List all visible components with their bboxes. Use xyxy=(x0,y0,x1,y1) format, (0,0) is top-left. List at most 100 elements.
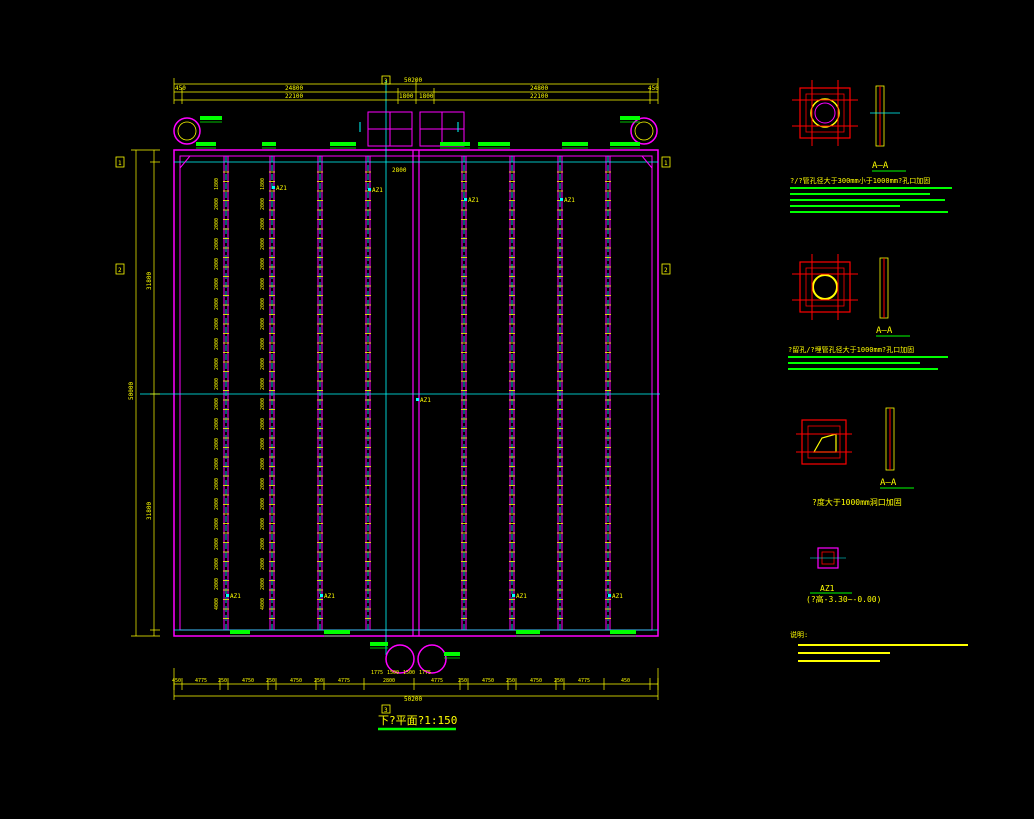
bottom-small-dim: 1775 xyxy=(419,670,431,676)
pier-spacing-label: 2000 xyxy=(260,238,266,250)
dim-inner-left: 22100 xyxy=(285,93,303,100)
detail-opening-over-1000: A—A ?留孔/?埋管孔径大于1000mm?孔口加固 xyxy=(788,254,948,370)
pier-spacing-label: 1800 xyxy=(260,178,266,190)
bottom-dim-label: 4750 xyxy=(482,678,494,684)
az1-marker xyxy=(368,188,371,191)
axis-bubbles xyxy=(115,75,671,714)
pier-spacing-label: 2000 xyxy=(214,558,220,570)
az1-marker xyxy=(272,186,275,189)
detail-4-caption: (?高-3.30~-0.00) xyxy=(806,594,881,604)
axis-top: 3 xyxy=(384,78,388,85)
pier-spacing-label: 2000 xyxy=(214,298,220,310)
notes-title: 说明: xyxy=(790,630,808,639)
pier-spacing-label: 2000 xyxy=(214,378,220,390)
pipe-openings xyxy=(173,117,658,674)
pier-spacing-label: 2000 xyxy=(214,258,220,270)
plan-title: 下?平面?1:150 xyxy=(378,714,457,727)
bottom-dim-label: 2800 xyxy=(383,678,395,684)
pier-spacing-label: 2000 xyxy=(260,518,266,530)
pier-spacing-label: 2000 xyxy=(260,478,266,490)
dim-edge-right: 450 xyxy=(648,85,659,92)
pier-spacing-label: 2000 xyxy=(260,438,266,450)
az1-label: AZ1 xyxy=(230,593,241,600)
az1-label: AZ1 xyxy=(612,593,623,600)
pier-spacing-label: 2000 xyxy=(214,218,220,230)
az1-marker xyxy=(226,594,229,597)
pier-spacing-label: 2000 xyxy=(214,478,220,490)
pier-spacing-label: 2000 xyxy=(214,198,220,210)
pier-spacing-label: 2000 xyxy=(214,238,220,250)
pier-spacing-label: 2000 xyxy=(260,278,266,290)
dim-inner-right: 22100 xyxy=(530,93,548,100)
dim-half-right: 24800 xyxy=(530,85,548,92)
az1-label: AZ1 xyxy=(468,197,479,204)
leader-text-block xyxy=(444,652,460,656)
leader-text-block xyxy=(370,642,388,646)
bottom-dim-label: 4750 xyxy=(290,678,302,684)
pier-spacing-label: 2000 xyxy=(214,518,220,530)
dim-bottom-total: 50200 xyxy=(404,696,422,703)
dim-left-lower: 31800 xyxy=(146,502,153,520)
bottom-dim-label: 250 xyxy=(266,678,275,684)
bottom-dim-label: 4750 xyxy=(242,678,254,684)
pier-spacing-label: 2000 xyxy=(214,538,220,550)
bottom-dim-label: 4775 xyxy=(338,678,350,684)
bottom-dim-label: 450 xyxy=(172,678,181,684)
pier-spacing-label: 2000 xyxy=(214,418,220,430)
leader-text-block xyxy=(196,142,216,146)
pier-spacing-label: 2000 xyxy=(214,398,220,410)
leader-text-block xyxy=(230,630,250,634)
inlet-structure xyxy=(367,111,465,147)
leader-text-block xyxy=(610,142,640,146)
detail-3-section: A—A xyxy=(880,478,897,488)
detail-3-caption: ?度大于1000mm洞口加固 xyxy=(812,497,902,507)
pier-ticks xyxy=(223,171,611,619)
bottom-dim-label: 250 xyxy=(554,678,563,684)
bottom-dim-label: 250 xyxy=(506,678,515,684)
detail-opening-300-1000: A—A ?/?管孔径大于300mm小于1000mm?孔口加固 xyxy=(790,80,952,213)
pier-spacing-label: 2000 xyxy=(214,498,220,510)
pier-spacing-label: 2000 xyxy=(214,438,220,450)
pier-spacing-label: 2000 xyxy=(260,258,266,270)
partition-walls xyxy=(223,156,611,630)
dim-mid-a: 1800 xyxy=(399,93,414,100)
bottom-dimension-ticks xyxy=(173,678,659,690)
dim-edge-left: 450 xyxy=(175,85,186,92)
dim-mid-b: 1800 xyxy=(419,93,434,100)
pier-spacing-label: 2000 xyxy=(260,538,266,550)
pier-spacing-label: 1800 xyxy=(214,178,220,190)
dim-total-top: 50200 xyxy=(404,77,422,84)
detail-2-section: A—A xyxy=(876,326,893,336)
detail-1-section: A—A xyxy=(872,161,889,171)
pier-spacing-label: 2000 xyxy=(214,458,220,470)
detail-1-caption: ?/?管孔径大于300mm小于1000mm?孔口加固 xyxy=(790,176,930,185)
annotation-leaders xyxy=(196,116,640,659)
bottom-dim-label: 450 xyxy=(621,678,630,684)
pier-spacing-label: 4000 xyxy=(260,598,266,610)
leader-text-block xyxy=(610,630,636,634)
az1-label: AZ1 xyxy=(324,593,335,600)
pier-spacing-label: 2000 xyxy=(260,358,266,370)
dimension-lines-top xyxy=(173,78,659,104)
detail-large-opening: A—A ?度大于1000mm洞口加固 xyxy=(796,407,914,507)
leader-text-block xyxy=(324,630,350,634)
dim-left-upper: 31800 xyxy=(146,272,153,290)
pier-spacing-label: 2000 xyxy=(214,358,220,370)
pier-spacing-label: 2000 xyxy=(214,338,220,350)
pier-spacing-label: 2000 xyxy=(260,338,266,350)
az1-marker xyxy=(560,198,563,201)
pier-spacing-label: 2000 xyxy=(260,378,266,390)
pier-spacing-label: 2000 xyxy=(214,578,220,590)
axis-right-1: 1 xyxy=(664,160,668,167)
leader-text-block xyxy=(562,142,588,146)
az1-label: AZ1 xyxy=(372,187,383,194)
az1-marker xyxy=(416,398,419,401)
detail-4-label: AZ1 xyxy=(820,584,835,593)
bottom-dim-label: 250 xyxy=(218,678,227,684)
az1-label: AZ1 xyxy=(420,397,431,404)
axis-left-2: 2 xyxy=(118,267,122,274)
pier-spacing-label: 2000 xyxy=(260,398,266,410)
az1-marker xyxy=(608,594,611,597)
detail-az1: AZ1 (?高-3.30~-0.00) xyxy=(806,547,881,604)
